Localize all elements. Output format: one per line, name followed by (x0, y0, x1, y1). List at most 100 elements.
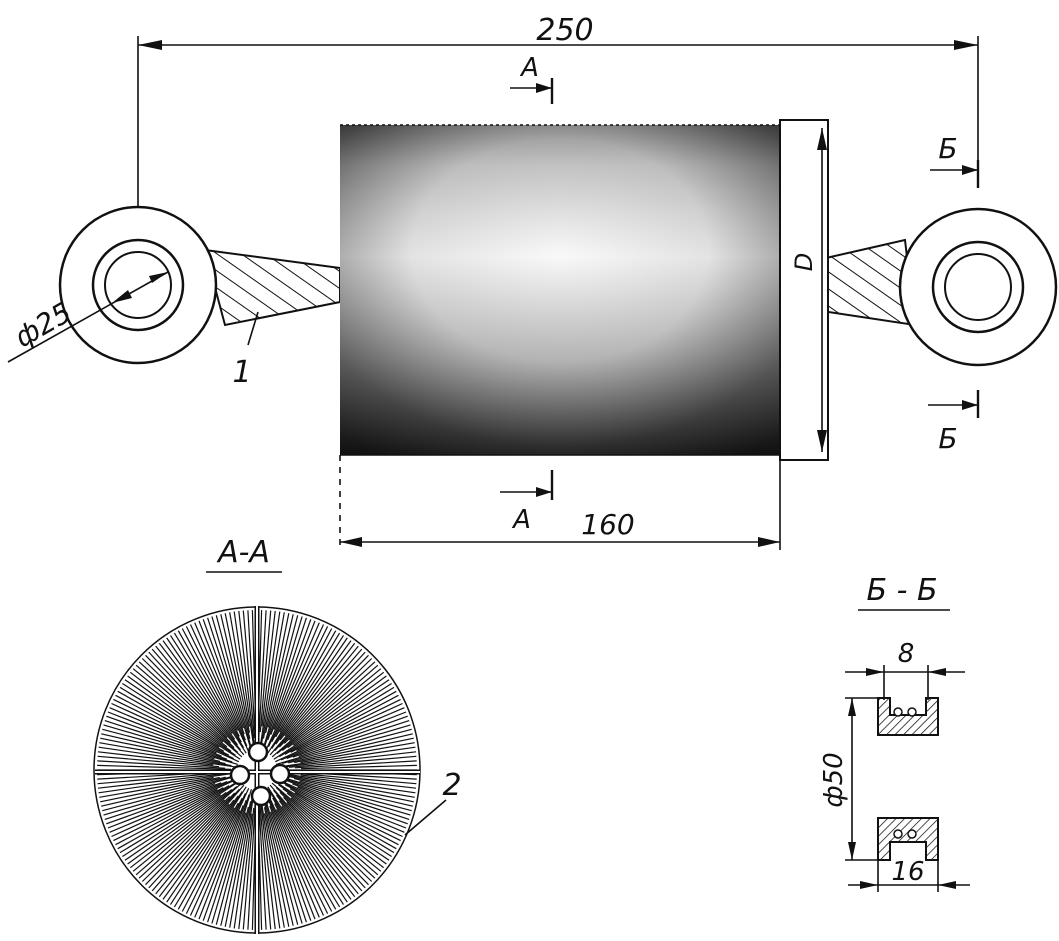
bristle (270, 620, 316, 735)
bristle (300, 764, 417, 770)
section-mark-a-bottom: A (500, 470, 554, 535)
brush-length-dimension: 160 (339, 455, 781, 550)
bristle (264, 624, 325, 753)
bristle (113, 788, 218, 842)
bristle (274, 803, 333, 912)
bristle (185, 626, 239, 731)
bristle (224, 801, 252, 927)
bristle (220, 614, 251, 739)
bristle (99, 776, 214, 798)
bristle (278, 686, 395, 758)
bristle (298, 720, 410, 757)
bristle (263, 813, 285, 928)
bristle (294, 772, 417, 785)
bristle (269, 784, 363, 892)
bristle (127, 791, 227, 865)
bristle (132, 668, 224, 743)
bristle (242, 610, 255, 739)
bristle (267, 635, 345, 754)
bristle (138, 799, 226, 879)
bristle (274, 702, 403, 763)
bristle (141, 796, 231, 882)
bristle (288, 755, 417, 768)
bristle (229, 612, 251, 727)
bristle (259, 795, 276, 930)
bristle (267, 626, 329, 747)
bristle (102, 776, 233, 812)
bristle (273, 682, 392, 760)
bristle (103, 724, 238, 765)
bristle (296, 698, 401, 752)
bristle (284, 645, 359, 737)
bristle (281, 671, 385, 751)
section-letter-a-bottom: A (511, 505, 531, 535)
bristle (215, 615, 251, 746)
bristle (189, 787, 250, 916)
bristle (271, 637, 348, 749)
bristle (287, 675, 387, 749)
bristle (286, 780, 408, 825)
bristle (215, 812, 247, 925)
bristle (269, 805, 312, 921)
bristle (289, 788, 397, 850)
bristle (97, 760, 226, 769)
section-mark-b: Б Б (928, 132, 980, 455)
bristle (115, 787, 224, 846)
bristle (141, 658, 235, 749)
bristle (294, 760, 417, 769)
bristle (97, 772, 232, 789)
bristle (124, 794, 222, 861)
bristle (132, 786, 238, 872)
bristle (162, 640, 236, 740)
bristle (278, 784, 390, 861)
bristle (276, 668, 382, 754)
bristle (263, 807, 290, 927)
bristle (247, 801, 256, 930)
bristle (111, 702, 240, 763)
bristle (148, 651, 228, 739)
section-letter-b-bottom: Б (938, 422, 957, 455)
bristle (286, 801, 366, 889)
bristle (162, 795, 239, 900)
bristle (119, 686, 220, 748)
bristle (106, 782, 222, 825)
brush-cross-section (93, 606, 421, 934)
bristle (181, 798, 243, 912)
bristle (103, 775, 238, 816)
bristle (151, 784, 245, 892)
bristle (259, 789, 281, 929)
bristle (288, 733, 413, 764)
bristle (269, 791, 341, 908)
bristle (294, 737, 414, 764)
callout-2: 2 (404, 768, 462, 836)
bristle (288, 775, 414, 803)
bristle (279, 632, 341, 733)
bristle (238, 813, 253, 930)
bristle (266, 793, 320, 918)
bristle (267, 786, 345, 905)
bristle (274, 651, 366, 752)
bristle (297, 786, 405, 833)
bristle (276, 746, 416, 768)
bristle (107, 711, 222, 757)
bristle (129, 671, 228, 748)
bristle (109, 707, 217, 754)
bristle (100, 737, 226, 765)
bristle (275, 809, 329, 914)
bristle (288, 661, 376, 741)
bristle (274, 777, 403, 838)
bristle (273, 789, 359, 895)
bristle (113, 698, 234, 760)
bristle (273, 622, 320, 730)
bristle (264, 787, 325, 916)
bristle (194, 810, 241, 918)
bristle (97, 764, 232, 770)
bristle (177, 802, 239, 910)
bristle (101, 733, 221, 762)
bristle (127, 675, 232, 752)
bristle (292, 783, 407, 829)
bristle (292, 679, 390, 746)
bristle (211, 789, 252, 924)
bristle (233, 611, 255, 751)
